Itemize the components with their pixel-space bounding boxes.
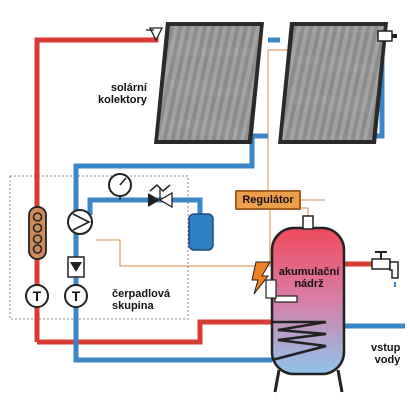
collectors-label: solární kolektory	[98, 82, 147, 106]
heating-element-icon	[251, 261, 298, 303]
thermometer-icon: T	[25, 284, 49, 308]
tank-label: akumulační nádrž	[278, 266, 340, 290]
svg-text:T: T	[72, 288, 81, 304]
pump-group-boundary	[9, 175, 189, 320]
svg-text:T: T	[33, 288, 42, 304]
temperature-sensor-icon	[302, 215, 314, 230]
water-inlet-label: vstup vody	[371, 342, 401, 366]
heat-exchanger-coil-icon	[271, 320, 327, 362]
pump-group-label: čerpadlová skupina	[112, 288, 171, 312]
flow-meter-icon	[28, 206, 47, 260]
safety-valve-icon	[148, 183, 173, 209]
thermometer-icon: T	[64, 284, 88, 308]
solar-collector-right	[278, 22, 388, 144]
temperature-sensor-icon	[377, 30, 397, 42]
check-valve-icon	[67, 256, 85, 278]
expansion-vessel-icon	[188, 213, 214, 251]
pump-icon	[67, 209, 93, 235]
regulator-box: Regulátor	[235, 190, 301, 210]
air-vent-icon	[146, 27, 164, 42]
storage-tank	[270, 226, 346, 393]
pressure-gauge-icon	[108, 173, 132, 200]
solar-collector-left	[154, 22, 264, 144]
hot-water-tap-icon	[371, 251, 399, 287]
